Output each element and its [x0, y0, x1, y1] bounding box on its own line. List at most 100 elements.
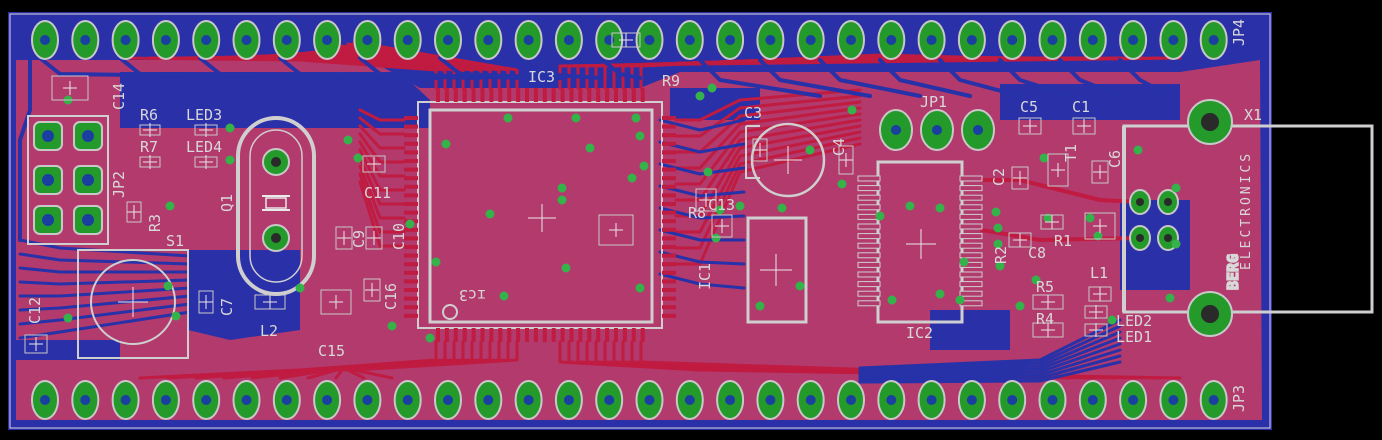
- ic3-pin: [525, 88, 529, 102]
- trace-top: [674, 88, 862, 122]
- jp2-pin: [33, 165, 63, 195]
- ic3-pin: [622, 328, 627, 342]
- jp3-pin-drill: [322, 395, 333, 405]
- ic3-pin: [404, 167, 418, 172]
- jp3-pin-drill: [201, 395, 212, 405]
- jp3-pin-drill: [120, 395, 131, 405]
- label-l2: L2: [260, 322, 278, 340]
- smd-part: [139, 123, 161, 137]
- via: [425, 333, 435, 343]
- trace-bottom: [18, 266, 192, 274]
- jp3-pin: [1038, 380, 1067, 420]
- smd-part: [611, 32, 641, 48]
- jp4-pin: [111, 20, 140, 60]
- jp2-pin-drill: [42, 130, 54, 142]
- jp3-pin: [917, 380, 946, 420]
- ic2-pin: [857, 223, 881, 230]
- smd-part-outline: [1011, 166, 1029, 190]
- jp4-pin: [71, 20, 100, 60]
- via: [887, 295, 897, 305]
- jp3-pin-drill: [402, 395, 413, 405]
- ic3-pin: [525, 328, 529, 342]
- silkscreen-labels: JP4 JP3 JP1 JP2 X1 IC1 IC2 IC3 ɪc3 Q1 S1…: [26, 19, 1262, 412]
- jp4-pin: [474, 20, 503, 60]
- label-ic3: IC3: [528, 68, 555, 86]
- ic3-pin: [662, 176, 676, 181]
- trace-top: [358, 124, 406, 150]
- via: [695, 91, 705, 101]
- smd-part: [365, 226, 383, 250]
- smd-part: [198, 290, 214, 314]
- jp3-pin: [675, 380, 704, 420]
- usb-mount-drill: [1201, 113, 1219, 131]
- ic3-pin: [662, 296, 676, 301]
- ic3-pin: [404, 159, 418, 163]
- jp4-pin: [675, 20, 704, 60]
- ic3-pin: [498, 328, 503, 342]
- ic3-pin: [404, 184, 418, 189]
- jp4-pin-drill: [765, 35, 776, 45]
- trace-bottom: [18, 278, 192, 286]
- trace-bottom: [938, 58, 1022, 98]
- trace-top: [358, 172, 406, 234]
- ic2-pin: [857, 242, 881, 249]
- via: [995, 261, 1005, 271]
- trace-top: [358, 140, 406, 178]
- ic3-pin: [662, 270, 676, 275]
- trace-bottom: [758, 58, 872, 98]
- jp4-pin-drill: [1128, 35, 1139, 45]
- jp3-pin: [1199, 380, 1228, 420]
- jp3-pin: [716, 380, 745, 420]
- jp3-pin: [313, 380, 342, 420]
- ic3-pin: [662, 305, 676, 310]
- via: [635, 131, 645, 141]
- via: [1031, 275, 1041, 285]
- ic2-pin: [959, 261, 983, 268]
- jp3-pin: [353, 380, 382, 420]
- ic3-pin: [404, 245, 418, 249]
- ic3-pin: [662, 159, 676, 163]
- ic3-pin: [404, 313, 418, 318]
- jp2-pin-drill: [42, 174, 54, 186]
- ic3-pin: [560, 328, 565, 342]
- ic3-pin: [533, 88, 538, 102]
- jp3-pin: [232, 380, 261, 420]
- label-r5: R5: [1036, 278, 1054, 296]
- ic2-pin: [959, 281, 983, 288]
- jp3-pin: [514, 380, 543, 420]
- via: [735, 201, 745, 211]
- jp3-pin: [1119, 380, 1148, 420]
- ic3-pin: [404, 202, 418, 206]
- ic2-pin: [959, 271, 983, 278]
- usb-signal-drill: [1136, 234, 1144, 242]
- jp4-pin: [917, 20, 946, 60]
- jp4-pin-drill: [483, 35, 494, 45]
- jp4-pin: [1119, 20, 1148, 60]
- via: [571, 113, 581, 123]
- smd-part-outline: [365, 226, 383, 250]
- jp4-pin-drill: [644, 35, 655, 45]
- jp3-pin-drill: [805, 395, 816, 405]
- ic3-pin: [578, 88, 583, 102]
- jp2-pin-drill: [82, 174, 94, 186]
- jp3-pin: [111, 380, 140, 420]
- smd-part: [1084, 212, 1116, 240]
- trace-bottom: [518, 56, 602, 80]
- ic3-pin: [404, 133, 418, 138]
- jp3-pin-drill: [926, 395, 937, 405]
- smd-part-outline: [335, 226, 353, 250]
- trace-bottom: [998, 58, 1072, 98]
- smd-part-outline: [363, 278, 381, 302]
- trace-bottom: [858, 360, 1122, 384]
- smd-part: [363, 278, 381, 302]
- jp3-pin: [151, 380, 180, 420]
- jp3-pin-drill: [966, 395, 977, 405]
- ic2-pin: [959, 185, 983, 192]
- jp3-pin: [756, 380, 785, 420]
- via: [343, 135, 353, 145]
- via: [387, 321, 397, 331]
- ic3-pin: [507, 88, 512, 102]
- jp2-pin: [33, 121, 63, 151]
- trace-bottom: [658, 272, 746, 290]
- ic2-pin: [857, 271, 881, 278]
